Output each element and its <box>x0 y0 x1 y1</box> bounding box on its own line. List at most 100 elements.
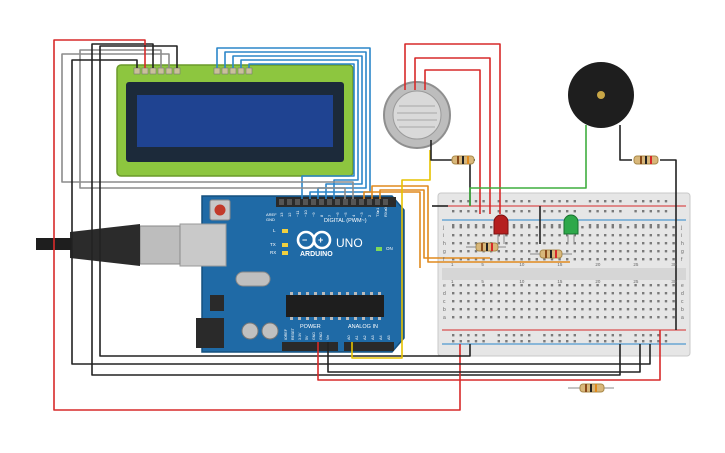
breadboard-hole[interactable] <box>490 316 493 319</box>
breadboard-hole[interactable] <box>558 234 561 237</box>
breadboard-hole[interactable] <box>573 340 576 343</box>
breadboard-hole[interactable] <box>604 210 607 213</box>
breadboard-hole[interactable] <box>649 316 652 319</box>
breadboard-hole[interactable] <box>505 258 508 261</box>
breadboard-hole[interactable] <box>649 284 652 287</box>
breadboard-hole[interactable] <box>649 200 652 203</box>
breadboard-hole[interactable] <box>634 284 637 287</box>
breadboard-hole[interactable] <box>588 316 592 319</box>
green-led[interactable] <box>563 214 579 244</box>
breadboard-hole[interactable] <box>452 210 455 213</box>
breadboard-hole[interactable] <box>649 292 652 295</box>
breadboard-hole[interactable] <box>558 258 561 261</box>
breadboard-hole[interactable] <box>664 224 668 227</box>
breadboard-hole[interactable] <box>558 224 561 227</box>
breadboard-hole[interactable] <box>459 234 462 237</box>
breadboard-hole[interactable] <box>657 300 660 303</box>
breadboard-hole[interactable] <box>520 258 523 261</box>
breadboard-hole[interactable] <box>467 308 470 311</box>
breadboard-hole[interactable] <box>649 334 652 337</box>
breadboard-hole[interactable] <box>452 258 455 261</box>
breadboard-hole[interactable] <box>512 200 516 203</box>
breadboard-hole[interactable] <box>642 226 645 229</box>
breadboard-hole[interactable] <box>581 258 584 261</box>
breadboard-hole[interactable] <box>467 334 470 337</box>
breadboard-hole[interactable] <box>588 242 592 245</box>
breadboard-hole[interactable] <box>467 292 470 295</box>
breadboard-hole[interactable] <box>474 242 478 245</box>
breadboard-hole[interactable] <box>550 224 554 227</box>
breadboard-hole[interactable] <box>657 316 660 319</box>
breadboard-hole[interactable] <box>573 242 576 245</box>
breadboard-hole[interactable] <box>596 200 599 203</box>
breadboard-hole[interactable] <box>611 224 614 227</box>
breadboard-hole[interactable] <box>550 258 554 261</box>
breadboard-hole[interactable] <box>657 250 660 253</box>
breadboard-hole[interactable] <box>657 242 660 245</box>
breadboard-hole[interactable] <box>566 340 569 343</box>
lcd-module[interactable] <box>116 64 354 177</box>
breadboard-hole[interactable] <box>649 340 652 343</box>
breadboard-hole[interactable] <box>512 340 516 343</box>
breadboard-hole[interactable] <box>619 224 622 227</box>
breadboard-hole[interactable] <box>550 284 554 287</box>
breadboard-hole[interactable] <box>566 234 569 237</box>
breadboard-hole[interactable] <box>482 258 485 261</box>
breadboard-hole[interactable] <box>543 226 546 229</box>
arduino-uno-board[interactable]: − + ARDUINO UNO DIGITAL (PWM~) AREF GND … <box>196 195 405 353</box>
breadboard-hole[interactable] <box>520 234 523 237</box>
breadboard-hole[interactable] <box>459 200 462 203</box>
breadboard-hole[interactable] <box>619 200 622 203</box>
breadboard-hole[interactable] <box>528 258 531 261</box>
breadboard-hole[interactable] <box>664 234 668 237</box>
breadboard-hole[interactable] <box>664 200 668 203</box>
breadboard-hole[interactable] <box>467 210 470 213</box>
breadboard-hole[interactable] <box>634 334 637 337</box>
breadboard-hole[interactable] <box>459 224 462 227</box>
breadboard-hole[interactable] <box>528 316 531 319</box>
breadboard-hole[interactable] <box>535 234 538 237</box>
breadboard-hole[interactable] <box>588 210 592 213</box>
breadboard-hole[interactable] <box>664 258 668 261</box>
breadboard-hole[interactable] <box>543 292 546 295</box>
breadboard-hole[interactable] <box>543 334 546 337</box>
breadboard-hole[interactable] <box>482 284 485 287</box>
breadboard-hole[interactable] <box>604 226 607 229</box>
breadboard-hole[interactable] <box>490 284 493 287</box>
breadboard-hole[interactable] <box>497 284 500 287</box>
breadboard-hole[interactable] <box>528 210 531 213</box>
breadboard-hole[interactable] <box>611 284 614 287</box>
breadboard-hole[interactable] <box>482 300 485 303</box>
breadboard-hole[interactable] <box>550 234 554 237</box>
reset-button-cap[interactable] <box>214 204 226 216</box>
breadboard-hole[interactable] <box>452 300 455 303</box>
breadboard-hole[interactable] <box>642 234 645 237</box>
breadboard-hole[interactable] <box>573 316 576 319</box>
breadboard-hole[interactable] <box>672 242 675 245</box>
breadboard-hole[interactable] <box>619 316 622 319</box>
breadboard-hole[interactable] <box>626 308 630 311</box>
breadboard-hole[interactable] <box>649 250 652 253</box>
breadboard-hole[interactable] <box>634 224 637 227</box>
breadboard-hole[interactable] <box>520 250 523 253</box>
breadboard-hole[interactable] <box>672 300 675 303</box>
breadboard-hole[interactable] <box>550 226 554 229</box>
breadboard-hole[interactable] <box>505 242 508 245</box>
breadboard-hole[interactable] <box>657 340 660 343</box>
gas-sensor[interactable] <box>383 81 451 149</box>
breadboard-hole[interactable] <box>490 234 493 237</box>
breadboard-hole[interactable] <box>490 258 493 261</box>
breadboard-hole[interactable] <box>558 210 561 213</box>
breadboard-hole[interactable] <box>459 316 462 319</box>
breadboard-hole[interactable] <box>543 210 546 213</box>
breadboard-hole[interactable] <box>581 308 584 311</box>
breadboard-hole[interactable] <box>452 334 455 337</box>
breadboard-hole[interactable] <box>566 308 569 311</box>
breadboard-hole[interactable] <box>467 226 470 229</box>
breadboard-hole[interactable] <box>566 258 569 261</box>
breadboard-hole[interactable] <box>482 226 485 229</box>
breadboard-hole[interactable] <box>535 258 538 261</box>
breadboard-hole[interactable] <box>474 300 478 303</box>
breadboard-hole[interactable] <box>566 300 569 303</box>
breadboard-hole[interactable] <box>619 258 622 261</box>
